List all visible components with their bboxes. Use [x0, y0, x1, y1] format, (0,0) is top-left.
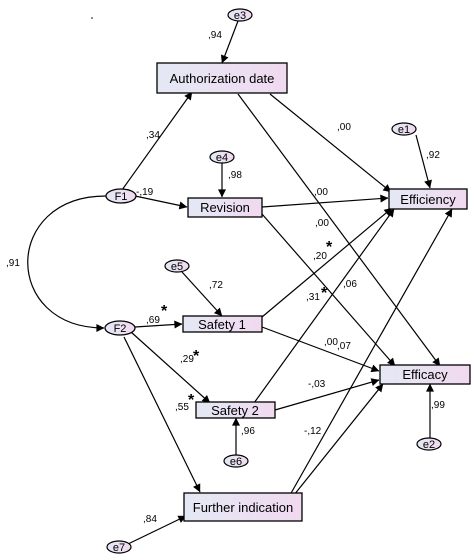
node-safety1: Safety 1: [182, 315, 263, 333]
node-e5-label: e5: [171, 261, 183, 273]
node-e3-label: e3: [234, 10, 246, 22]
edge-f2-saf1: [134, 320, 183, 329]
node-e7: e7: [106, 540, 132, 554]
node-efficiency: Efficiency: [388, 188, 468, 210]
node-safety1-label: Safety 1: [198, 317, 246, 332]
coef-fur-eff: ,07: [337, 341, 351, 352]
coef-fur-efc: -,12: [304, 426, 322, 437]
node-f1-label: F1: [115, 191, 128, 203]
node-e6: e6: [223, 454, 249, 468]
node-e4: e4: [209, 150, 235, 164]
node-e4-label: e4: [216, 152, 228, 164]
coef-f1-f2: ,91: [6, 258, 20, 269]
node-e1-label: e1: [398, 124, 410, 136]
node-e1: e1: [391, 122, 417, 136]
node-safety2-label: Safety 2: [211, 403, 259, 418]
node-further-indication-label: Further indication: [193, 500, 293, 515]
edge-rev-eff: [261, 194, 389, 208]
edge-saf1-efc: [261, 326, 380, 373]
node-authorization-date-label: Authorization date: [170, 71, 275, 86]
edge-e7-fur: [127, 515, 187, 545]
edge-fur-eff: [289, 208, 453, 496]
node-e3: e3: [227, 8, 253, 22]
edge-e3-auth: [220, 20, 239, 64]
edge-f2-fur: [123, 336, 201, 493]
edge-saf2-eff: [253, 208, 395, 404]
edge-f1-rev: [134, 195, 188, 210]
edge-f1-auth: [121, 91, 193, 191]
edge-auth-efc: [237, 93, 441, 367]
coef-saf2-eff: ,20: [313, 251, 327, 262]
node-safety2: Safety 2: [195, 401, 276, 419]
speck-mark: [91, 17, 93, 19]
sig-star-f2-saf2: *: [193, 348, 200, 365]
edge-saf2-efc: [274, 378, 380, 411]
coef-auth-efc: ,00: [314, 187, 328, 198]
coef-rev-eff: ,00: [315, 218, 329, 229]
node-revision-label: Revision: [200, 200, 250, 215]
node-efficiency-label: Efficiency: [400, 192, 456, 207]
coef-f2-saf1: ,69: [146, 315, 160, 326]
coef-e2-efc: ,99: [431, 400, 445, 411]
edge-f1-f2-covariance: [27, 191, 114, 332]
edge-rev-efc: [261, 213, 396, 367]
node-f2: F2: [104, 320, 136, 336]
coef-f1-auth: ,34: [146, 130, 160, 141]
node-e2: e2: [416, 437, 442, 451]
coef-e5-saf1: ,72: [209, 280, 223, 291]
coef-saf1-eff: ,31: [306, 292, 320, 303]
node-e7-label: e7: [113, 542, 125, 554]
node-efficacy: Efficacy: [379, 364, 471, 385]
edge-e5-saf1: [181, 271, 223, 317]
sig-star-saf2-eff: *: [326, 239, 333, 256]
sig-star-saf1-eff: *: [321, 285, 328, 302]
node-e5: e5: [164, 259, 190, 273]
coef-f2-fur: ,55: [175, 402, 189, 413]
coef-e6-saf2: ,96: [241, 426, 255, 437]
edge-saf1-eff: [261, 207, 393, 318]
coef-saf2-efc: -,03: [308, 379, 326, 390]
node-further-indication: Further indication: [183, 492, 303, 522]
sig-star-f2-saf1: *: [161, 303, 168, 320]
edge-auth-eff: [269, 93, 392, 193]
coef-saf1-efc: ,00: [324, 337, 338, 348]
node-authorization-date: Authorization date: [156, 62, 288, 94]
edge-fur-efc: [289, 383, 384, 501]
coef-rev-efc: ,06: [343, 279, 357, 290]
sig-star-f2-fur: *: [188, 392, 195, 409]
edge-f2-saf2: [130, 331, 211, 404]
node-f2-label: F2: [114, 323, 127, 335]
coef-e1-eff: ,92: [426, 150, 440, 161]
edge-e1-eff: [415, 134, 432, 189]
coef-f2-saf2: ,29: [180, 354, 194, 365]
coef-e3-auth: ,94: [208, 30, 222, 41]
node-f1: F1: [105, 188, 137, 204]
coef-auth-eff: ,00: [337, 122, 351, 133]
coef-e4-rev: ,98: [228, 170, 242, 181]
node-revision: Revision: [187, 197, 263, 218]
node-efficacy-label: Efficacy: [402, 367, 448, 382]
coef-e7-fur: ,84: [143, 514, 157, 525]
node-e2-label: e2: [423, 439, 435, 451]
node-e6-label: e6: [230, 456, 242, 468]
coef-f1-rev: -,19: [136, 187, 154, 198]
